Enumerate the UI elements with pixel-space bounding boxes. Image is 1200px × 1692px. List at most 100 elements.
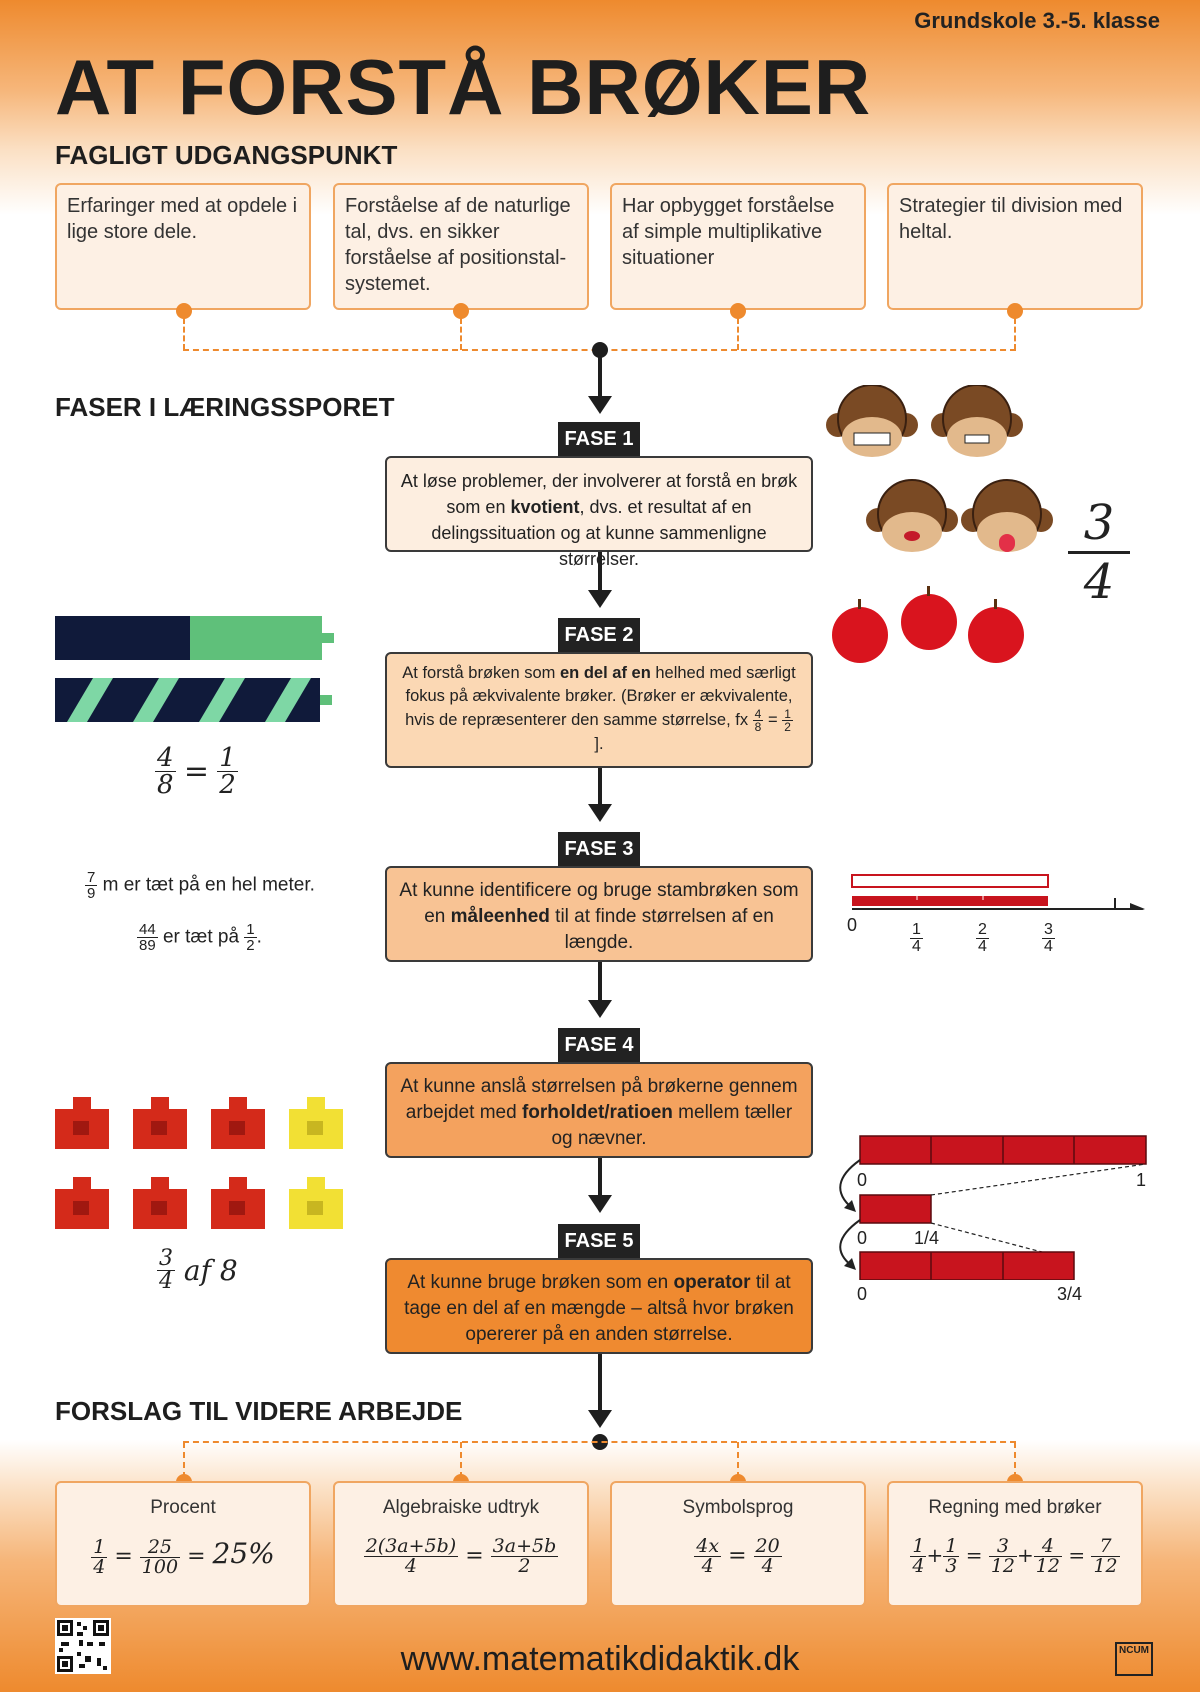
starting-point-box-2: Forståelse af de naturlige tal, dvs. en …: [333, 183, 589, 310]
flow-line: [598, 356, 602, 396]
arrow-down-icon: [588, 1000, 612, 1018]
fraction-strips-illustration: [55, 616, 334, 722]
arrow-down-icon: [588, 396, 612, 414]
flow-line: [598, 1354, 602, 1410]
arrow-down-icon: [588, 590, 612, 608]
connector-dot: [176, 303, 192, 319]
bar-1-start-label: 0: [857, 1170, 868, 1190]
box-label: Procent: [150, 1497, 216, 1518]
number-line-zero: 0: [847, 915, 858, 935]
monkey-face-icon: [826, 385, 918, 457]
connector-line: [183, 1441, 1016, 1443]
further-work-heading: FORSLAG TIL VIDERE ARBEJDE: [55, 1396, 463, 1426]
red-cube-icon: [133, 1097, 187, 1149]
connector-line: [1014, 1442, 1016, 1478]
flow-line: [598, 768, 602, 804]
bar-2-end-label: 1/4: [914, 1228, 940, 1248]
starting-point-box-4: Strategier til division med heltal.: [887, 183, 1143, 310]
monkeys-apples-illustration: [826, 385, 1053, 663]
phase-2-label: FASE 2: [558, 618, 640, 652]
connector-dot: [730, 303, 746, 319]
red-cube-icon: [211, 1177, 265, 1229]
connector-line: [737, 318, 739, 350]
flow-line: [598, 962, 602, 1000]
grade-label: Grundskole 3.-5. klasse: [914, 8, 1160, 33]
phase-3-label: FASE 3: [558, 832, 640, 866]
apple-icon: [832, 599, 888, 663]
number-line-illustration: [851, 874, 1145, 910]
monkey-face-icon: [931, 385, 1023, 457]
monkeys-fraction: 3 4: [1068, 495, 1130, 610]
cubes-illustration: [55, 1097, 343, 1229]
flow-node: [592, 342, 608, 358]
bar-3-start-label: 0: [857, 1284, 868, 1304]
bar-3-end-label: 3/4: [1057, 1284, 1083, 1304]
phase-5-description: At kunne bruge brøken som en operator ti…: [385, 1258, 813, 1354]
phase-1-description: At løse problemer, der involverer at for…: [385, 456, 813, 569]
fraction-numerator: 3: [1083, 495, 1115, 551]
red-cube-icon: [211, 1097, 265, 1149]
red-cube-icon: [55, 1177, 109, 1229]
phases-heading: FASER I LÆRINGSSPORET: [55, 392, 395, 422]
phase-3-description: At kunne identificere og bruge stambrøke…: [385, 866, 813, 962]
ncum-logo: NCUM: [1115, 1642, 1153, 1676]
starting-point-heading: FAGLIGT UDGANGSPUNKT: [55, 140, 398, 170]
flow-line: [598, 552, 602, 590]
website-link[interactable]: www.matematikdidaktik.dk: [400, 1640, 800, 1678]
arrow-down-icon: [588, 804, 612, 822]
arrow-down-icon: [588, 1195, 612, 1213]
bar-1-end-label: 1: [1136, 1170, 1147, 1190]
starting-point-box-1: Erfaringer med at opdele i lige store de…: [55, 183, 311, 310]
red-cube-icon: [133, 1177, 187, 1229]
red-cube-icon: [55, 1097, 109, 1149]
phase-2-description: At forstå brøken som en del af en helhed…: [385, 652, 813, 768]
bar-2-start-label: 0: [857, 1228, 868, 1248]
yellow-cube-icon: [289, 1097, 343, 1149]
phase-5-label: FASE 5: [558, 1224, 640, 1258]
yellow-cube-icon: [289, 1177, 343, 1229]
connector-line: [183, 1442, 185, 1478]
connector-line: [460, 1442, 462, 1478]
connector-dot: [1007, 303, 1023, 319]
box-label: Symbolsprog: [682, 1497, 794, 1518]
flow-line: [598, 1158, 602, 1195]
connector-dot: [453, 303, 469, 319]
connector-line: [1014, 318, 1016, 350]
starting-point-box-3: Har opbygget forståelse af simple multip…: [610, 183, 866, 310]
phase-1-label: FASE 1: [558, 422, 640, 456]
apple-icon: [901, 586, 957, 650]
box-label: Regning med brøker: [928, 1497, 1102, 1518]
connector-line: [183, 318, 185, 350]
connector-line: [737, 1442, 739, 1478]
operator-bars-illustration: [839, 1135, 1147, 1280]
qr-code-icon[interactable]: [55, 1618, 111, 1674]
fraction-denominator: 4: [1068, 551, 1130, 610]
phase-4-label: FASE 4: [558, 1028, 640, 1062]
connector-line: [460, 318, 462, 350]
arrow-down-icon: [588, 1410, 612, 1428]
